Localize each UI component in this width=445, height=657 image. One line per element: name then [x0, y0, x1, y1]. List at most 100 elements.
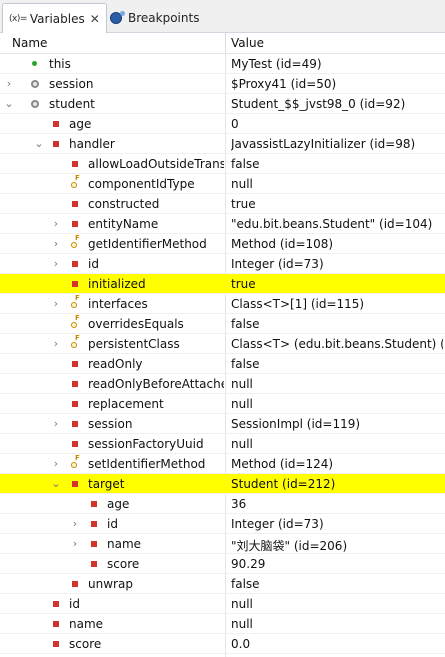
private-field-icon — [70, 399, 80, 409]
variable-value: "刘大脑袋" (id=206) — [231, 539, 348, 553]
protected-field-icon — [30, 99, 40, 109]
private-field-icon — [70, 479, 80, 489]
public-field-icon — [30, 59, 40, 69]
chevron-down-icon[interactable]: ⌄ — [51, 477, 61, 490]
table-header: Name Value — [0, 33, 445, 54]
private-field-icon — [51, 119, 61, 129]
variable-name: name — [69, 617, 104, 631]
column-header-name[interactable]: Name — [12, 36, 48, 50]
chevron-right-icon[interactable]: › — [53, 457, 59, 470]
variable-value: Student (id=212) — [231, 477, 336, 491]
private-field-icon — [70, 359, 80, 369]
final-field-icon — [70, 454, 80, 469]
variable-name: name — [107, 537, 142, 551]
private-field-icon — [70, 259, 80, 269]
variable-name: this — [49, 57, 71, 71]
variable-value: 0 — [231, 117, 239, 131]
variable-name: student — [49, 97, 95, 111]
chevron-down-icon[interactable]: ⌄ — [4, 97, 14, 110]
variable-row[interactable]: › name "刘大脑袋" (id=206) — [0, 534, 445, 554]
private-field-icon — [89, 499, 99, 509]
chevron-down-icon[interactable]: ⌄ — [34, 137, 44, 150]
variable-name: target — [88, 477, 125, 491]
private-field-icon — [51, 139, 61, 149]
final-field-icon — [70, 294, 80, 309]
variable-value: MyTest (id=49) — [231, 57, 322, 71]
variable-value: Integer (id=73) — [231, 257, 324, 271]
variable-value: 36 — [231, 497, 247, 511]
variable-name: constructed — [88, 197, 160, 211]
variable-value: true — [231, 197, 256, 211]
variable-row[interactable]: this MyTest (id=49) — [0, 54, 445, 74]
variable-name: age — [107, 497, 130, 511]
variable-value: 0.0 — [231, 637, 251, 651]
chevron-right-icon[interactable]: › — [53, 237, 59, 250]
variable-row[interactable]: sessionFactoryUuid null — [0, 434, 445, 454]
variable-row[interactable]: id null — [0, 594, 445, 614]
variable-row[interactable]: ⌄ target Student (id=212) — [0, 474, 445, 494]
chevron-right-icon[interactable]: › — [53, 417, 59, 430]
variable-name: interfaces — [88, 297, 148, 311]
final-field-icon — [70, 314, 80, 329]
final-field-icon — [70, 174, 80, 189]
close-icon[interactable]: ✕ — [89, 11, 100, 26]
chevron-right-icon[interactable]: › — [53, 297, 59, 310]
variables-icon: (x)= — [9, 13, 27, 24]
protected-field-icon — [30, 79, 40, 89]
variable-row[interactable]: constructed true — [0, 194, 445, 214]
chevron-right-icon[interactable]: › — [53, 217, 59, 230]
variable-name: id — [69, 597, 80, 611]
variable-value: Class<T> (edu.bit.beans.Student) (... — [231, 337, 443, 351]
chevron-right-icon[interactable]: › — [72, 537, 78, 550]
variable-row[interactable]: ⌄ student Student_$$_jvst98_0 (id=92) — [0, 94, 445, 114]
variable-row[interactable]: age 36 — [0, 494, 445, 514]
chevron-right-icon[interactable]: › — [53, 337, 59, 350]
private-field-icon — [70, 159, 80, 169]
variable-name: session — [88, 417, 133, 431]
variable-name: overridesEquals — [88, 317, 184, 331]
column-header-value[interactable]: Value — [231, 36, 264, 50]
variable-name: id — [88, 257, 99, 271]
variable-row[interactable]: ›entityName"edu.bit.beans.Student" (id=1… — [0, 214, 445, 234]
variable-name: replacement — [88, 397, 164, 411]
variable-row[interactable]: › id Integer (id=73) — [0, 254, 445, 274]
private-field-icon — [89, 519, 99, 529]
variable-value: Class<T>[1] (id=115) — [231, 297, 365, 311]
tab-variables[interactable]: (x)= Variables ✕ — [2, 3, 107, 33]
private-field-icon — [51, 639, 61, 649]
view-tab-bar: (x)= Variables ✕ Breakpoints — [0, 0, 445, 33]
chevron-right-icon[interactable]: › — [72, 517, 78, 530]
chevron-right-icon[interactable]: › — [53, 257, 59, 270]
tab-breakpoints[interactable]: Breakpoints — [110, 3, 199, 32]
tab-breakpoints-label: Breakpoints — [128, 10, 200, 25]
variable-name: unwrap — [88, 577, 133, 591]
variable-name: handler — [69, 137, 115, 151]
variable-name: sessionFactoryUuid — [88, 437, 204, 451]
variable-name: session — [49, 77, 94, 91]
variable-value: null — [231, 597, 253, 611]
variable-row[interactable]: › interfaces Class<T>[1] (id=115) — [0, 294, 445, 314]
variable-value: Student_$$_jvst98_0 (id=92) — [231, 97, 406, 111]
variable-row[interactable]: ›session$Proxy41 (id=50) — [0, 74, 445, 94]
variable-value: null — [231, 437, 253, 451]
column-divider[interactable] — [225, 33, 226, 53]
chevron-right-icon[interactable]: › — [6, 77, 12, 90]
